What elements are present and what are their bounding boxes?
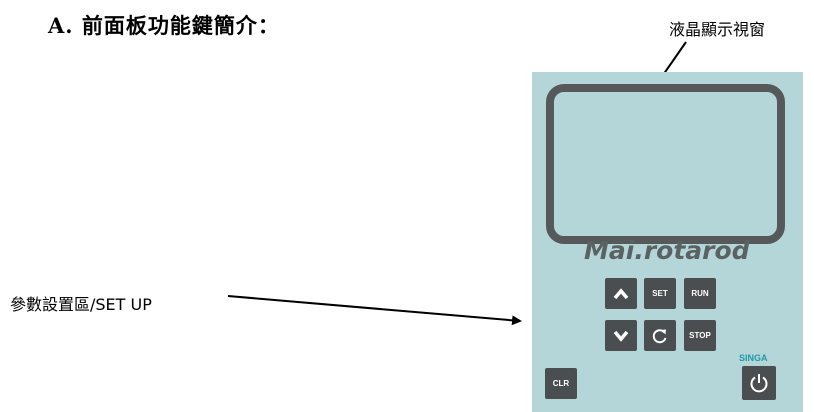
rotate-arrow-icon <box>652 328 667 343</box>
brand-name: Mai.rotarod <box>584 236 750 265</box>
rotate-button[interactable] <box>644 320 676 351</box>
up-button[interactable] <box>605 278 637 309</box>
chevron-up-icon <box>613 287 629 299</box>
front-panel: Mai.rotarod SET RUN STOP SINGA CLR <box>532 72 803 412</box>
run-button[interactable]: RUN <box>684 278 716 309</box>
power-icon <box>750 374 768 393</box>
clr-button[interactable]: CLR <box>545 368 577 399</box>
lcd-window-label: 液晶顯示視窗 <box>669 20 766 39</box>
page-heading: A. 前面板功能鍵簡介： <box>48 13 280 38</box>
power-button[interactable] <box>742 366 776 400</box>
stop-button[interactable]: STOP <box>684 320 716 351</box>
maker-logo: SINGA <box>739 353 768 363</box>
setup-callout-arrow <box>227 295 522 326</box>
down-button[interactable] <box>605 320 637 351</box>
lcd-display-window <box>546 84 785 244</box>
setup-area-label: 參數設置區/SET UP <box>10 295 152 314</box>
chevron-down-icon <box>613 330 629 342</box>
set-button[interactable]: SET <box>644 278 676 309</box>
